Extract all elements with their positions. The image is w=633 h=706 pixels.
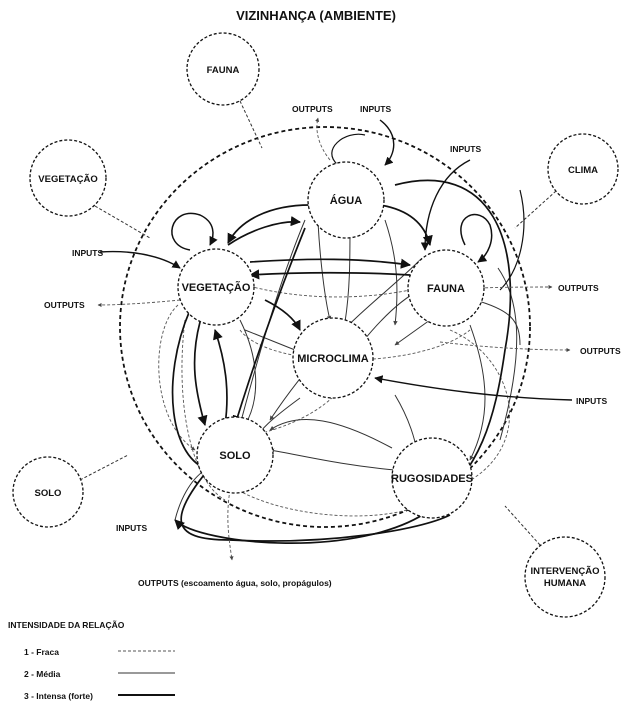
node-agua: ÁGUA <box>307 161 385 239</box>
label-outputs-vegetacao: OUTPUTS <box>44 300 85 310</box>
legend-title: INTENSIDADE DA RELAÇÃO <box>8 620 125 630</box>
outer-node-clima: CLIMA <box>547 133 619 205</box>
node-rugosidades-label: RUGOSIDADES <box>391 473 473 485</box>
outer-node-fauna-label: FAUNA <box>207 65 240 76</box>
label-inputs-microclima: INPUTS <box>576 396 608 406</box>
label-outputs-microclima: OUTPUTS <box>580 346 621 356</box>
outer-node-solo: SOLO <box>12 456 84 528</box>
node-fauna: FAUNA <box>407 249 485 327</box>
outer-node-solo-label: SOLO <box>35 488 62 499</box>
label-outputs-bottom: OUTPUTS (escoamento água, solo, propágul… <box>138 578 332 588</box>
outer-node-intervencao-label-2: HUMANA <box>544 578 586 589</box>
node-vegetacao-label: VEGETAÇÃO <box>182 281 251 294</box>
node-vegetacao: VEGETAÇÃO <box>177 248 255 326</box>
node-fauna-label: FAUNA <box>427 283 465 295</box>
node-microclima-label: MICROCLIMA <box>297 353 369 365</box>
outer-connectors <box>79 100 557 546</box>
edges-strong <box>171 179 525 544</box>
label-inputs-solo: INPUTS <box>116 523 148 533</box>
label-inputs-fauna: INPUTS <box>450 144 482 154</box>
node-rugosidades: RUGOSIDADES <box>391 437 473 519</box>
legend-item-weak: 1 - Fraca <box>24 647 59 657</box>
label-outputs-fauna: OUTPUTS <box>558 283 599 293</box>
environment-boundary <box>119 126 531 528</box>
node-microclima: MICROCLIMA <box>292 317 374 399</box>
legend: INTENSIDADE DA RELAÇÃO 1 - Fraca 2 - Méd… <box>8 620 175 701</box>
legend-item-strong: 3 - Intensa (forte) <box>24 691 93 701</box>
diagram-title: VIZINHANÇA (AMBIENTE) <box>236 8 396 23</box>
outer-node-intervencao-humana: INTERVENÇÃO HUMANA <box>524 536 606 618</box>
io-arrows <box>97 117 573 561</box>
node-agua-label: ÁGUA <box>330 194 362 207</box>
outer-node-vegetacao: VEGETAÇÃO <box>29 139 107 217</box>
label-inputs-vegetacao: INPUTS <box>72 248 104 258</box>
self-loops <box>171 133 493 263</box>
label-inputs-top: INPUTS <box>360 104 392 114</box>
legend-item-medium: 2 - Média <box>24 669 61 679</box>
node-solo-label: SOLO <box>219 450 251 462</box>
outer-node-clima-label: CLIMA <box>568 165 598 176</box>
node-solo: SOLO <box>196 416 274 494</box>
outer-node-fauna: FAUNA <box>186 32 260 106</box>
label-outputs-top: OUTPUTS <box>292 104 333 114</box>
outer-node-vegetacao-label: VEGETAÇÃO <box>38 174 97 185</box>
outer-node-intervencao-label-1: INTERVENÇÃO <box>531 566 600 577</box>
edges-medium <box>238 219 521 471</box>
